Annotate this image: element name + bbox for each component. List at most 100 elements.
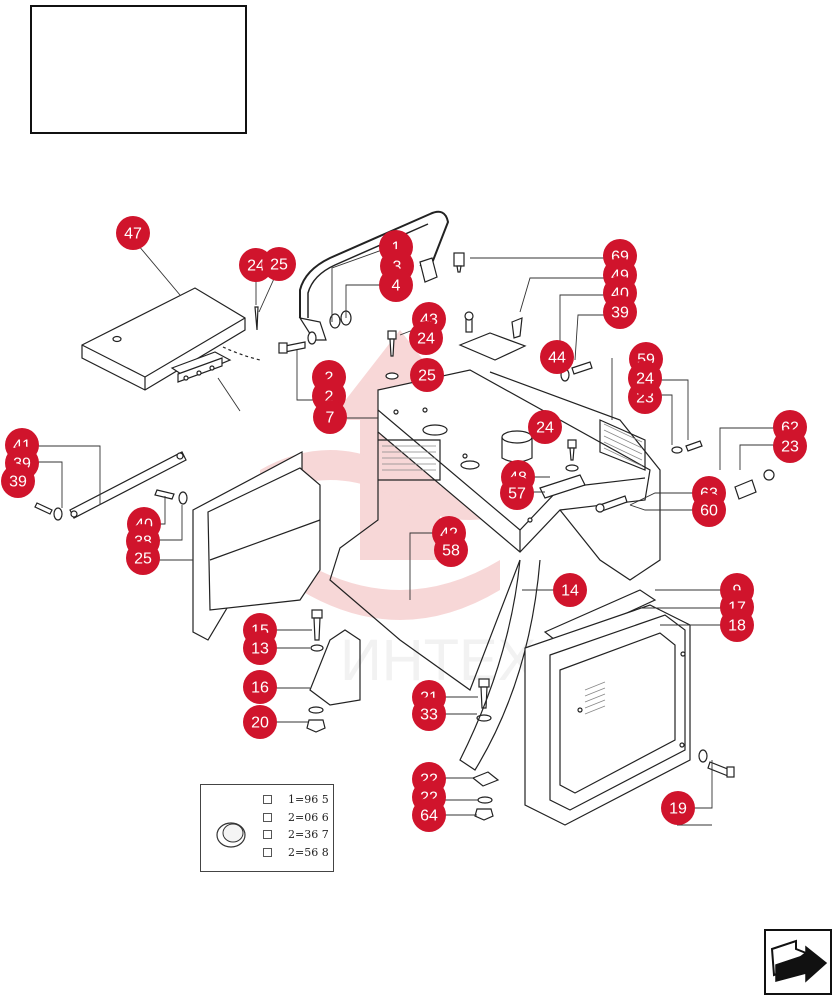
callout-24[interactable]: 24 <box>628 361 662 395</box>
callout-4[interactable]: 4 <box>379 268 413 302</box>
callout-circle <box>412 697 446 731</box>
callout-23[interactable]: 23 <box>773 429 807 463</box>
kit-qty: 7 <box>321 828 329 841</box>
callout-circle <box>692 493 726 527</box>
callout-64[interactable]: 64 <box>412 798 446 832</box>
callout-circle <box>313 400 347 434</box>
kit-checkbox[interactable] <box>263 848 272 857</box>
callout-label: 33 <box>420 707 438 724</box>
callout-circle <box>720 608 754 642</box>
kit-qty: 8 <box>321 846 329 859</box>
callout-label: 4 <box>392 278 401 295</box>
callout-58[interactable]: 58 <box>434 533 468 567</box>
callout-label: 1 <box>392 240 401 257</box>
callout-24[interactable]: 24 <box>409 321 443 355</box>
callout-33[interactable]: 33 <box>412 697 446 731</box>
callout-circle <box>528 410 562 444</box>
next-page-button[interactable] <box>764 929 832 995</box>
callout-label: 2 <box>325 370 334 387</box>
callout-label: 25 <box>134 551 152 568</box>
callout-circle <box>116 216 150 250</box>
callout-19[interactable]: 19 <box>661 791 695 825</box>
callout-25[interactable]: 25 <box>126 541 160 575</box>
callout-circle <box>243 631 277 665</box>
callout-label: 24 <box>536 420 554 437</box>
callout-label: 58 <box>442 543 460 560</box>
callout-label: 60 <box>700 503 718 520</box>
callout-label: 25 <box>270 257 288 274</box>
callout-label: 20 <box>251 715 269 732</box>
callout-label: 39 <box>9 474 27 491</box>
callout-14[interactable]: 14 <box>553 573 587 607</box>
callout-label: 25 <box>418 368 436 385</box>
callout-60[interactable]: 60 <box>692 493 726 527</box>
callout-18[interactable]: 18 <box>720 608 754 642</box>
callout-39[interactable]: 39 <box>603 295 637 329</box>
kit-row: 2=36 7 <box>263 828 329 841</box>
kit-checkbox[interactable] <box>263 813 272 822</box>
callout-label: 47 <box>124 226 142 243</box>
callout-39[interactable]: 39 <box>1 464 35 498</box>
callout-circle <box>553 573 587 607</box>
callout-25[interactable]: 25 <box>410 358 444 392</box>
callout-7[interactable]: 7 <box>313 400 347 434</box>
kit-row: 2=56 8 <box>263 846 329 859</box>
kit-code: 2=06 <box>288 811 319 824</box>
kit-row: 1=96 5 <box>263 793 329 806</box>
kit-qty: 5 <box>321 793 329 806</box>
callout-layer: 4724251346949403943244459227252423246223… <box>1 216 807 832</box>
callout-label: 13 <box>251 641 269 658</box>
callout-24[interactable]: 24 <box>528 410 562 444</box>
callout-57[interactable]: 57 <box>500 476 534 510</box>
callout-label: 16 <box>251 680 269 697</box>
plug-cap-icon <box>216 822 246 848</box>
kit-code: 2=36 <box>288 828 319 841</box>
kit-checkbox[interactable] <box>263 795 272 804</box>
callout-circle <box>410 358 444 392</box>
callout-circle <box>540 340 574 374</box>
callout-47[interactable]: 47 <box>116 216 150 250</box>
callout-circle <box>500 476 534 510</box>
kit-row: 2=06 6 <box>263 811 329 824</box>
kit-code: 2=56 <box>288 846 319 859</box>
callout-label: 7 <box>326 410 335 427</box>
callout-circle <box>412 798 446 832</box>
parts-drawing <box>22 210 776 826</box>
callout-label: 18 <box>728 618 746 635</box>
callout-label: 23 <box>781 439 799 456</box>
kit-checkbox[interactable] <box>263 830 272 839</box>
callout-circle <box>409 321 443 355</box>
callout-20[interactable]: 20 <box>243 705 277 739</box>
kit-code: 1=96 <box>288 793 319 806</box>
kit-qty: 6 <box>321 811 329 824</box>
callout-label: 14 <box>561 583 579 600</box>
callout-label: 57 <box>508 486 526 503</box>
callout-label: 39 <box>611 305 629 322</box>
callout-circle <box>379 268 413 302</box>
callout-label: 64 <box>420 808 438 825</box>
callout-label: 19 <box>669 801 687 818</box>
callout-circle <box>243 670 277 704</box>
callout-circle <box>1 464 35 498</box>
callout-circle <box>628 361 662 395</box>
callout-label: 24 <box>636 371 654 388</box>
callout-label: 3 <box>393 259 402 276</box>
callout-circle <box>262 247 296 281</box>
callout-circle <box>434 533 468 567</box>
callout-16[interactable]: 16 <box>243 670 277 704</box>
next-page-arrow-icon <box>770 939 828 983</box>
callout-circle <box>773 429 807 463</box>
callout-circle <box>243 705 277 739</box>
kit-table: 1=96 5 2=06 6 2=36 7 2=56 8 <box>200 784 334 872</box>
callout-circle <box>661 791 695 825</box>
callout-44[interactable]: 44 <box>540 340 574 374</box>
watermark-text: ИНТЕХ <box>340 628 536 693</box>
callout-circle <box>126 541 160 575</box>
callout-25[interactable]: 25 <box>262 247 296 281</box>
callout-circle <box>603 295 637 329</box>
callout-13[interactable]: 13 <box>243 631 277 665</box>
callout-label: 24 <box>417 331 435 348</box>
header-frame <box>30 5 247 134</box>
